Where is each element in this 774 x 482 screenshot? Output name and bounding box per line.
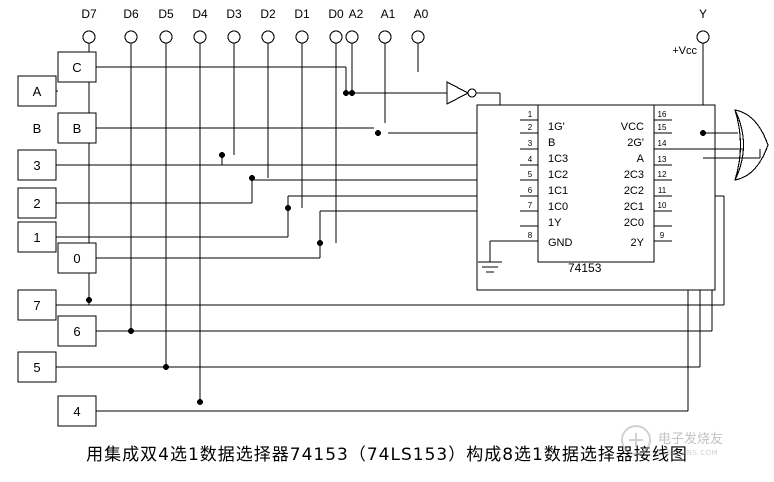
chip-left-pin-stubs (520, 119, 538, 242)
bus-label-d5: D5 (158, 7, 174, 21)
chip-address-wires (654, 148, 760, 150)
left-box-label-2: 2 (33, 196, 40, 211)
chip-pin-num-12: 12 (658, 170, 667, 179)
chip-pin-label-2g: 2G' (627, 137, 644, 149)
chip-pin-label-vcc: VCC (621, 121, 644, 133)
chip-pin-label-2c3: 2C3 (624, 169, 644, 181)
bus-label-a0: A0 (414, 7, 429, 21)
chip-pin-label-1c0: 1C0 (548, 201, 568, 213)
chip-pin-label-a: A (637, 153, 645, 165)
chip-pin-label-gnd: GND (548, 237, 573, 249)
chip-pin-label-1c1: 1C1 (548, 185, 568, 197)
left-box-label-b: B (33, 121, 42, 136)
junction-dots (86, 90, 706, 405)
bus-label-d7: D7 (81, 7, 97, 21)
output-label-y: Y (699, 7, 707, 21)
chip-pin-label-2c2: 2C2 (624, 185, 644, 197)
bus-label-d3: D3 (226, 7, 242, 21)
left-terminal-boxes (17, 75, 57, 383)
chip-pin-num-6: 6 (528, 186, 533, 195)
chip-pin-label-2y: 2Y (631, 237, 645, 249)
inner-box-label-6: 6 (73, 324, 80, 339)
left-box-label-3: 3 (33, 158, 40, 173)
chip-pin-label-2c0: 2C0 (624, 217, 644, 229)
chip-pin-label-b: B (548, 137, 555, 149)
left-box-label-a: A (33, 84, 42, 99)
chip-pin-num-5: 5 (528, 170, 533, 179)
bus-label-d4: D4 (192, 7, 208, 21)
bus-label-a2: A2 (349, 7, 364, 21)
chip-pin-label-1g: 1G' (548, 121, 565, 133)
chip-pin-num-8: 8 (528, 231, 533, 240)
inner-box-label-c: C (72, 60, 81, 75)
chip-pin-label-1c3: 1C3 (548, 153, 568, 165)
bus-label-d2: D2 (260, 7, 276, 21)
chip-pin-num-9: 9 (660, 231, 665, 240)
chip-pin-num-11: 11 (658, 186, 667, 195)
inverter-symbol (346, 81, 520, 121)
chip-pin-num-15: 15 (658, 123, 667, 132)
chip-pin-num-1: 1 (528, 110, 533, 119)
bus-label-d6: D6 (123, 7, 139, 21)
bus-label-a1: A1 (381, 7, 396, 21)
left-box-label-5: 5 (33, 360, 40, 375)
chip-pin-num-14: 14 (658, 139, 667, 148)
chip-pin-num-2: 2 (528, 123, 533, 132)
box-wires (56, 66, 520, 412)
chip-pin-label-2c1: 2C1 (624, 201, 644, 213)
ground-symbol (478, 240, 520, 273)
inner-box-label-4: 4 (73, 404, 80, 419)
bus-terminals (82, 30, 710, 44)
or-gate-symbol (703, 109, 769, 181)
inner-box-label-0: 0 (73, 251, 80, 266)
chip-pin-num-13: 13 (658, 155, 667, 164)
chip-pin-label-1y: 1Y (548, 217, 562, 229)
chip-74153 (476, 104, 716, 291)
figure-caption: 用集成双4选1数据选择器74153（74LS153）构成8选1数据选择器接线图 (86, 445, 688, 465)
left-box-label-1: 1 (33, 230, 40, 245)
vcc-label: +Vcc (672, 45, 697, 57)
chip-pin-num-7: 7 (528, 201, 533, 210)
chip-name-label: 74153 (568, 261, 602, 275)
chip-pin-label-1c2: 1C2 (548, 169, 568, 181)
chip-pin-num-10: 10 (658, 201, 667, 210)
bus-label-d0: D0 (328, 7, 344, 21)
left-box-label-7: 7 (33, 298, 40, 313)
inner-terminal-boxes (57, 51, 97, 427)
chip-pin-num-3: 3 (528, 139, 533, 148)
chip-pin-num-16: 16 (658, 110, 667, 119)
bus-label-d1: D1 (294, 7, 310, 21)
inner-box-label-b: B (73, 121, 82, 136)
chip-pin-num-4: 4 (528, 155, 533, 164)
